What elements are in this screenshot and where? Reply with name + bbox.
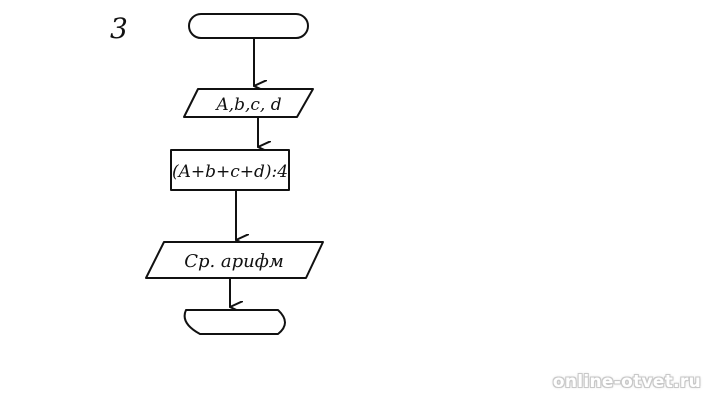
watermark-text: online-otvet.ru — [552, 372, 701, 392]
output-block-label: Ср. арифм — [184, 251, 284, 272]
input-block-label: A,b,c, d — [214, 95, 281, 115]
start-terminal — [188, 13, 309, 39]
output-block: Ср. арифм — [145, 241, 324, 279]
process-block: (A+b+c+d):4 — [170, 149, 290, 191]
process-block-label: (A+b+c+d):4 — [172, 162, 288, 182]
end-terminal — [183, 309, 286, 335]
task-number: 3 — [110, 12, 128, 45]
input-block: A,b,c, d — [183, 88, 314, 118]
